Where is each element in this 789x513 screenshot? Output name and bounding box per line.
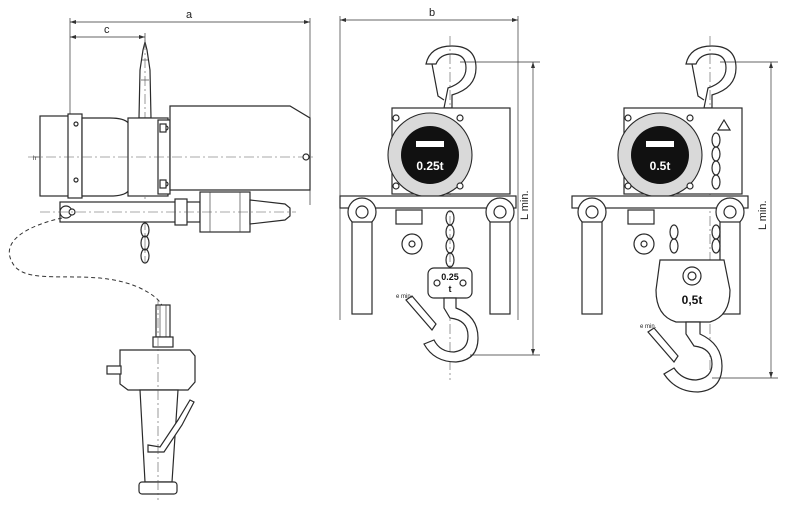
top-hook-025t — [425, 45, 477, 109]
front-view-025t: b LIFT 0.25t — [339, 7, 540, 380]
dimension-l-min-05t: L min. — [712, 61, 778, 379]
pulley-block-05t — [655, 259, 731, 323]
chain-05t — [669, 132, 721, 254]
capacity-dial-05t — [631, 126, 689, 184]
dimension-a-label: a — [186, 9, 193, 21]
crossbar-05t — [571, 195, 749, 209]
block-label-bottom-025t: t — [449, 284, 452, 294]
dimension-c: c — [70, 24, 146, 45]
bottom-hook-05t — [663, 321, 723, 393]
e-min-label-025t: e min. — [396, 294, 413, 300]
top-hook-05t — [685, 45, 737, 109]
l-min-label-05t: L min. — [757, 200, 769, 230]
pendant-lever — [147, 399, 195, 453]
dimension-l-min-025t: L min. — [460, 61, 540, 356]
side-view-hoist: a c h — [9, 9, 316, 321]
left-rail-05t — [581, 221, 603, 315]
brand-plate-025t: LIFT — [420, 142, 431, 148]
rear-housing — [169, 105, 311, 191]
dimension-h-label: h — [33, 156, 36, 162]
capacity-label-025t: 0.25t — [416, 159, 443, 173]
motor-flange — [67, 113, 83, 199]
l-min-label-025t: L min. — [519, 190, 531, 220]
warning-triangle-icon — [716, 118, 732, 131]
block-label-top-025t: 0.25 — [441, 272, 459, 282]
side-chain — [140, 222, 150, 264]
pendant-control — [106, 300, 196, 500]
left-rail-025t — [351, 221, 373, 315]
capacity-dial-025t — [401, 126, 459, 184]
control-hose — [9, 217, 165, 321]
block-label-05t: 0,5t — [682, 293, 703, 307]
capacity-label-05t: 0.5t — [650, 159, 671, 173]
dimension-b: b — [339, 7, 519, 320]
right-rail-025t — [489, 221, 511, 315]
brand-plate-05t: LIFT — [650, 142, 661, 148]
chain-025t — [445, 210, 455, 268]
pendant-head — [119, 349, 196, 391]
dimension-b-label: b — [429, 7, 435, 19]
crossbar-025t — [339, 195, 517, 209]
safety-latch-05t — [647, 327, 679, 363]
safety-latch-025t — [405, 295, 437, 331]
front-view-05t: LIFT 0.5t 0,5t — [571, 36, 778, 393]
e-min-label-05t: e min. — [640, 324, 657, 330]
pendant-side-button — [106, 365, 122, 375]
dimension-c-label: c — [104, 24, 110, 36]
bottom-hook-025t — [423, 297, 479, 363]
